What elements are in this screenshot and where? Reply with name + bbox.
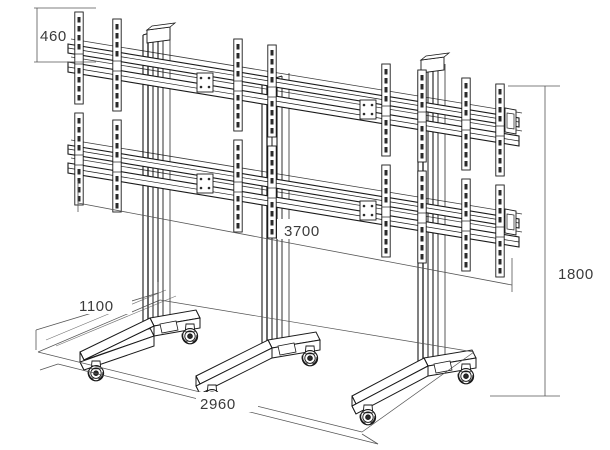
upper-mount-rail-4 (267, 44, 277, 138)
dimension-2960-extension-left (39, 363, 59, 371)
upper-mount-rail-3 (233, 38, 243, 132)
lower-crossbar-top (67, 144, 520, 229)
upper-mount-rail-7 (461, 77, 471, 171)
dimension-3700-label-mask (277, 219, 339, 239)
lower-mount-rail-4 (267, 145, 277, 239)
lower-tilt-bracket (504, 208, 517, 236)
dimension-3700: 3700 (77, 181, 513, 292)
dimension-1800: 1800 (490, 85, 604, 397)
upper-mount-rail-2 (112, 18, 122, 112)
lower-mount-rail-8 (495, 184, 505, 278)
dimension-1100: 1100 (35, 282, 159, 350)
dimension-2960-label: 2960 (200, 396, 236, 413)
dimension-3700-label: 3700 (284, 223, 320, 240)
dimension-2960-label-mask (196, 392, 258, 412)
lower-mount-rail-5 (381, 164, 391, 258)
upper-display-row (67, 11, 523, 177)
upper-tilt-bracket (504, 107, 517, 135)
dimension-1100-label: 1100 (79, 298, 114, 315)
base-foot-right (351, 349, 477, 426)
dimension-3700-line (77, 202, 513, 286)
lower-mount-rail-2 (112, 119, 122, 213)
dimension-1800-label-mask (556, 262, 604, 282)
dimension-2960-extension-right (361, 433, 379, 445)
lower-mount-rail-3 (233, 139, 243, 233)
lower-mount-rail-6 (417, 170, 427, 264)
dimension-1100-label-mask (76, 294, 132, 314)
dimension-460: 460 (34, 7, 96, 63)
column-foot-bracket (159, 320, 453, 374)
crossbar-joiner-plate (196, 72, 377, 120)
lower-mount-rail-7 (461, 178, 471, 272)
upper-mount-rail-5 (381, 63, 391, 157)
cable-clamp-block (145, 22, 451, 74)
base-assembly (79, 309, 477, 426)
dimension-2960: 2960 (39, 363, 379, 445)
upper-mount-rail-8 (495, 83, 505, 177)
dimension-1800-label: 1800 (558, 266, 594, 283)
lower-mount-rail-1 (74, 112, 84, 206)
base-foot-centre (195, 331, 321, 406)
floor-construction-lines (45, 289, 177, 347)
upper-mount-rail-1 (74, 11, 84, 105)
upper-mount-rail-6 (417, 69, 427, 163)
dimension-460-label: 460 (40, 28, 67, 45)
crossbar-joiner-plate-lower (196, 173, 377, 221)
lower-display-row (67, 112, 523, 278)
